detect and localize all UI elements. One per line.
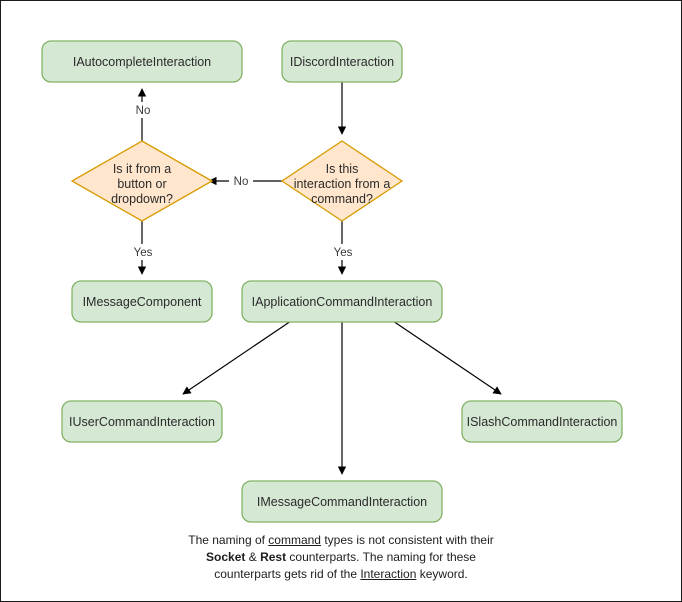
edge-label-no-to-button-dropdown: No <box>234 176 249 188</box>
caption-bold-socket: Socket <box>206 550 246 564</box>
node-discord-interaction-label: IDiscordInteraction <box>290 55 394 69</box>
caption-line-1: The naming of command types is not consi… <box>1 532 681 549</box>
node-message-component[interactable]: IMessageComponent <box>71 280 213 323</box>
caption-text-part1: The naming of <box>188 533 269 547</box>
node-application-command-interaction-label: IApplicationCommandInteraction <box>252 295 433 309</box>
node-application-command-interaction-shape[interactable] <box>241 280 443 323</box>
edge-from-command-yes-to-application-command: Yes <box>330 221 356 275</box>
node-decision-from-command-shape[interactable] <box>280 140 404 222</box>
caption-text-part5: keyword. <box>416 567 468 581</box>
node-autocomplete-interaction-shape[interactable] <box>41 40 243 83</box>
diagram-caption: The naming of command types is not consi… <box>1 532 681 583</box>
node-discord-interaction-shape[interactable] <box>281 40 403 83</box>
edge-button-dropdown-no-to-autocomplete: No <box>131 88 155 141</box>
edge-button-dropdown-yes-to-message-component: Yes <box>130 221 156 275</box>
caption-underline-interaction: Interaction <box>360 567 417 581</box>
caption-text-part3: counterparts. The naming for these <box>286 550 476 564</box>
caption-text-part4: counterparts gets rid of the <box>214 567 361 581</box>
node-message-command-interaction[interactable]: IMessageCommandInteraction <box>241 480 443 523</box>
node-message-command-interaction-shape[interactable] <box>241 480 443 523</box>
node-decision-button-or-dropdown-line2: button or <box>117 177 166 191</box>
node-autocomplete-interaction-label: IAutocompleteInteraction <box>73 55 211 69</box>
node-message-command-interaction-label: IMessageCommandInteraction <box>257 495 427 509</box>
edge-from-command-no-to-button-dropdown: No <box>208 173 282 189</box>
edge-application-command-to-user-command <box>182 320 292 395</box>
node-decision-from-command-line1: Is this <box>326 162 359 176</box>
caption-line-2: Socket & Rest counterparts. The naming f… <box>1 549 681 566</box>
node-autocomplete-interaction[interactable]: IAutocompleteInteraction <box>41 40 243 83</box>
node-user-command-interaction-shape[interactable] <box>61 400 223 443</box>
node-slash-command-interaction-shape[interactable] <box>461 400 623 443</box>
node-decision-from-command[interactable]: Is this interaction from a command? <box>280 140 404 222</box>
node-decision-from-command-line3: command? <box>311 192 373 206</box>
node-decision-button-or-dropdown-line1: Is it from a <box>113 162 171 176</box>
node-user-command-interaction[interactable]: IUserCommandInteraction <box>61 400 223 443</box>
caption-bold-rest: Rest <box>260 550 287 564</box>
node-message-component-shape[interactable] <box>71 280 213 323</box>
edge-label-no-to-autocomplete: No <box>136 105 151 117</box>
node-slash-command-interaction[interactable]: ISlashCommandInteraction <box>461 400 623 443</box>
caption-line-3: counterparts gets rid of the Interaction… <box>1 566 681 583</box>
caption-underline-command: command <box>268 533 321 547</box>
edge-application-command-to-slash-command <box>392 320 502 395</box>
caption-text-amp: & <box>245 550 261 564</box>
caption-text-part2: types is not consistent with their <box>320 533 494 547</box>
node-decision-button-or-dropdown[interactable]: Is it from a button or dropdown? <box>70 140 214 222</box>
node-decision-button-or-dropdown-shape[interactable] <box>70 140 214 222</box>
node-message-component-label: IMessageComponent <box>83 295 202 309</box>
node-discord-interaction[interactable]: IDiscordInteraction <box>281 40 403 83</box>
node-decision-button-or-dropdown-line3: dropdown? <box>111 192 173 206</box>
node-user-command-interaction-label: IUserCommandInteraction <box>69 415 215 429</box>
node-application-command-interaction[interactable]: IApplicationCommandInteraction <box>241 280 443 323</box>
node-decision-from-command-line2: interaction from a <box>294 177 391 191</box>
node-slash-command-interaction-label: ISlashCommandInteraction <box>467 415 618 429</box>
edge-label-yes-to-application-command: Yes <box>334 247 353 259</box>
edge-label-yes-to-message-component: Yes <box>134 247 153 259</box>
